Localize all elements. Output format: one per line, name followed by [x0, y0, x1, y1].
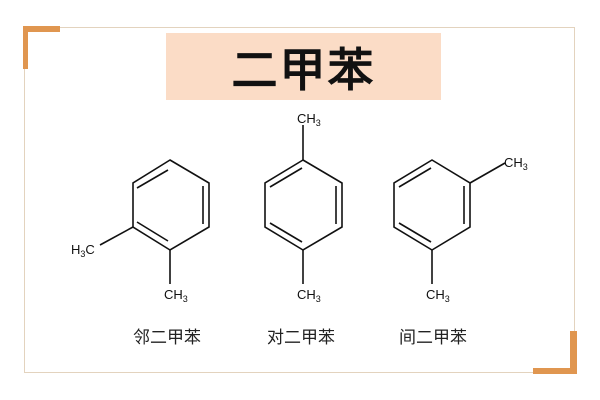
corner-accent-top-left-vertical	[23, 26, 28, 69]
ortho-xylene-structure	[99, 159, 210, 284]
ortho-methyl-left: H3C	[71, 242, 95, 259]
para-xylene-label: 对二甲苯	[267, 328, 335, 348]
ortho-methyl-bottom: CH3	[164, 287, 188, 304]
border-frame	[24, 27, 575, 373]
corner-accent-bottom-right-vertical	[570, 331, 577, 374]
corner-accent-bottom-right	[533, 368, 577, 374]
page-title: 二甲苯	[231, 42, 376, 97]
corner-accent-top-left	[23, 26, 60, 32]
meta-xylene-structure	[393, 159, 506, 284]
para-methyl-top: CH3	[297, 111, 321, 128]
meta-methyl-right: CH3	[504, 155, 528, 172]
meta-xylene-label: 间二甲苯	[399, 328, 467, 348]
meta-methyl-bottom: CH3	[426, 287, 450, 304]
ortho-xylene-label: 邻二甲苯	[133, 328, 201, 348]
para-xylene-structure	[264, 125, 343, 284]
title-banner: 二甲苯	[166, 33, 441, 100]
para-methyl-bottom: CH3	[297, 287, 321, 304]
